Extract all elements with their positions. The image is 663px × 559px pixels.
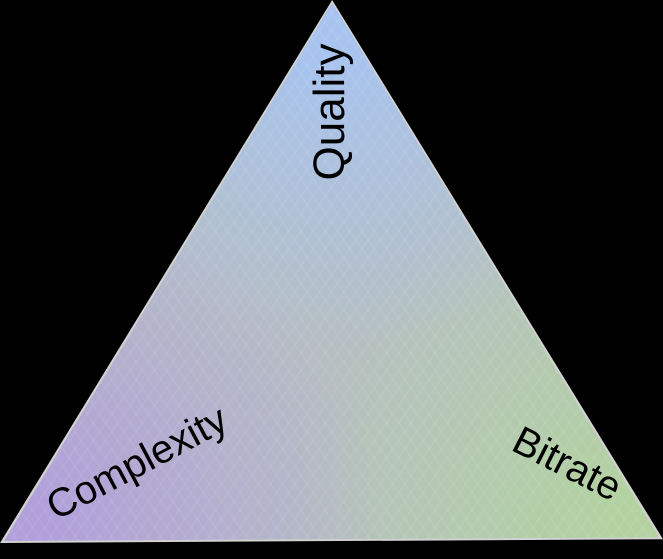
label-quality: Quality [305,43,354,181]
